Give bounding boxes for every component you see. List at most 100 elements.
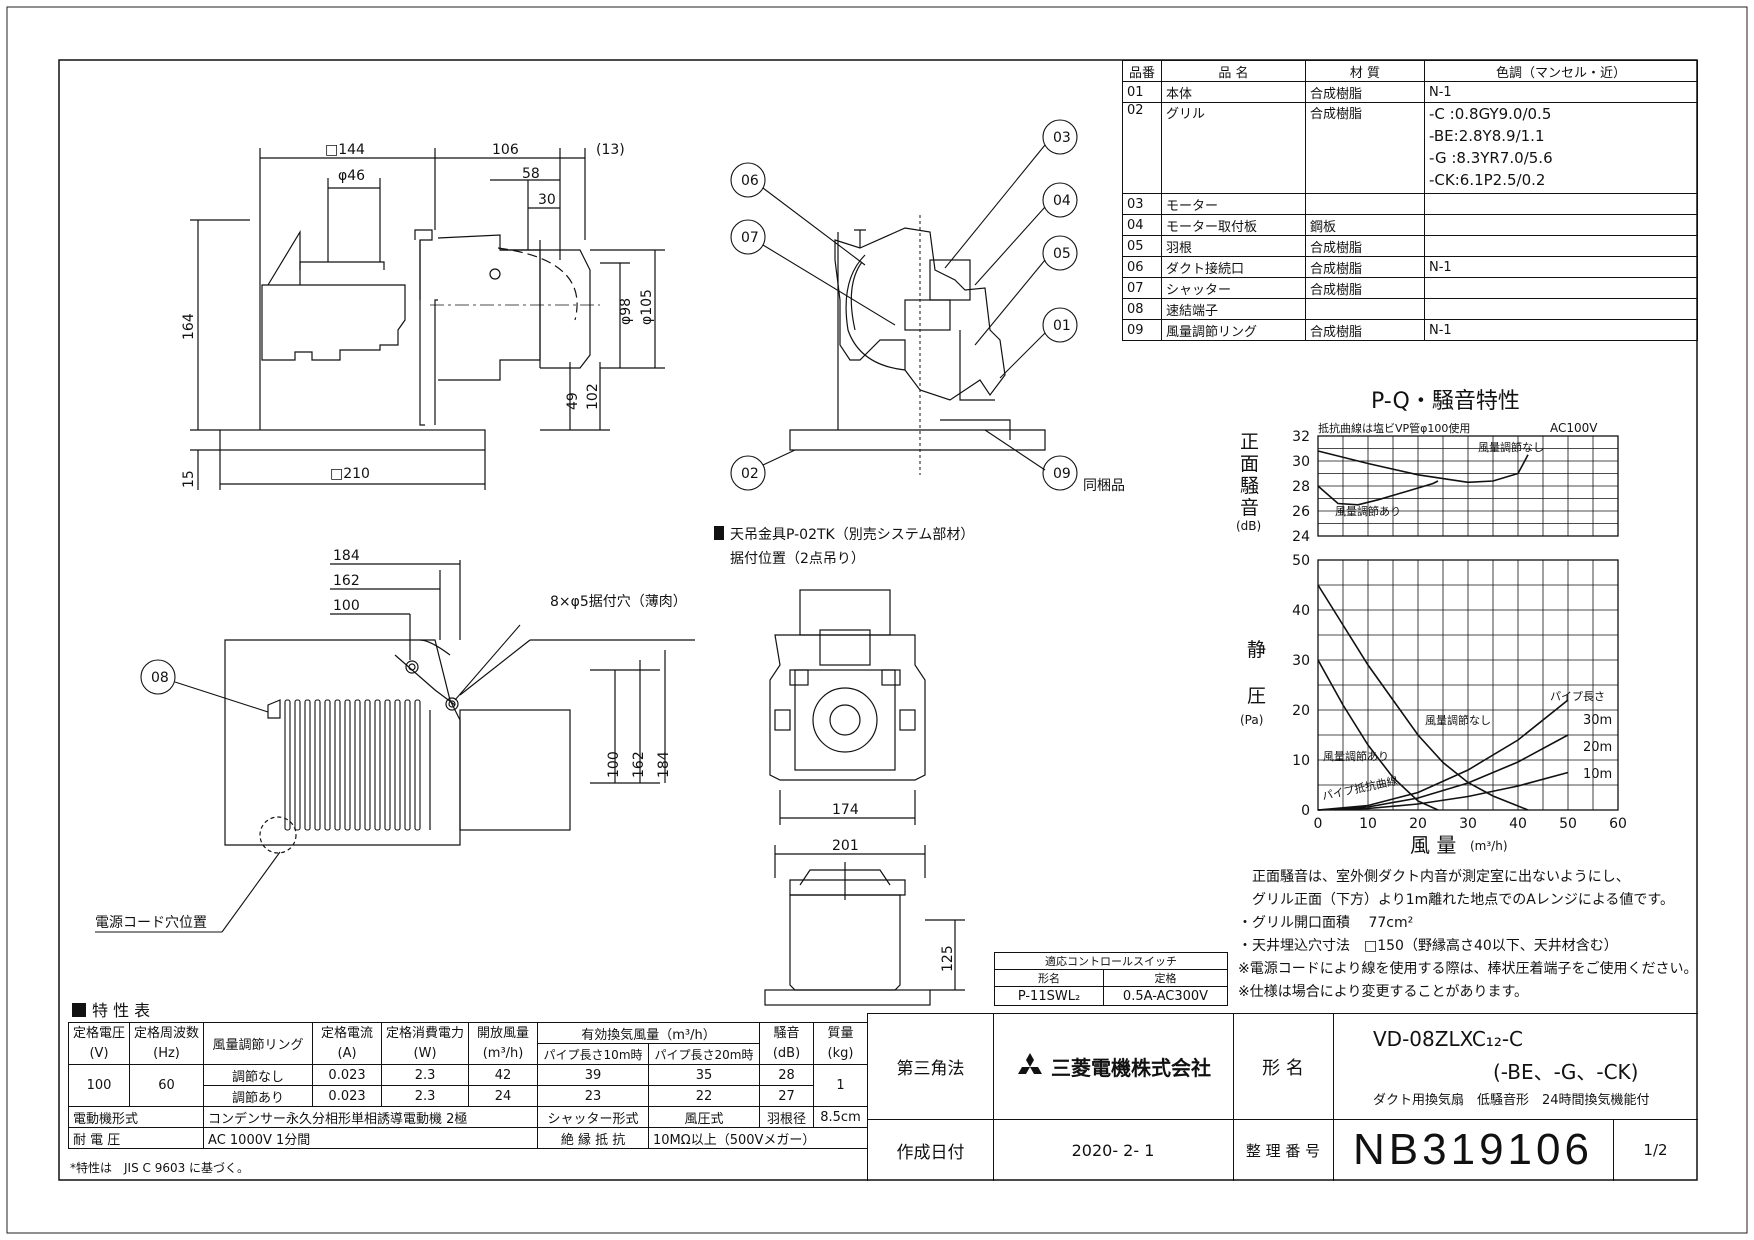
part-material: 合成樹脂 <box>1305 102 1425 194</box>
dim-201: 201 <box>832 838 859 854</box>
part-color <box>1424 214 1698 236</box>
dim-13: (13) <box>596 142 625 158</box>
power-cord-hole-label: 電源コード穴位置 <box>95 915 207 931</box>
dim-49: 49 <box>565 392 581 410</box>
dim-164: 164 <box>181 313 197 340</box>
spec-h-mass-unit: (kg) <box>827 1045 854 1061</box>
part-color: N-1 <box>1424 319 1698 341</box>
callout-05 <box>1042 235 1078 271</box>
callout-03-label: 03 <box>1053 130 1071 146</box>
part-no: 06 <box>1122 256 1162 278</box>
spec-h-eff10: パイプ長さ10m時 <box>537 1043 650 1065</box>
pq-ytick-label: 0 <box>1301 803 1310 819</box>
part-name: 羽根 <box>1161 235 1306 257</box>
pq-ylabel-1: 静 <box>1247 639 1266 661</box>
switch-header-rating: 定格 <box>1103 969 1228 987</box>
callout-08-label: 08 <box>151 670 169 686</box>
noise-ylabel-4: 音 <box>1240 497 1259 519</box>
company-name: 三菱電機株式会社 <box>1051 1056 1211 1080</box>
pq-xtick-label: 50 <box>1559 816 1577 832</box>
pq-label-10m: 10m <box>1583 767 1612 782</box>
grille-color-be: -BE:2.8Y8.9/1.1 <box>1429 127 1545 145</box>
pq-xunit: (m³/h) <box>1470 839 1508 853</box>
pq-grid <box>1317 559 1619 811</box>
parts-header-color: 色調（マンセル・近） <box>1424 60 1698 82</box>
dim-phi105: φ105 <box>639 289 655 325</box>
callout-02-label: 02 <box>741 466 759 482</box>
parts-header-no: 品番 <box>1122 60 1162 82</box>
part-name: モーター取付板 <box>1161 214 1306 236</box>
spec-h-voltage-label: 定格電圧 <box>73 1025 126 1041</box>
part-no: 04 <box>1122 214 1162 236</box>
switch-title: 適応コントロールスイッチ <box>994 952 1228 970</box>
dim-102: 102 <box>585 383 601 410</box>
spec-footnote: *特性は JIS C 9603 に基づく。 <box>70 1161 250 1175</box>
pq-resistance-label: パイプ抵抗曲線 <box>1321 773 1399 803</box>
spec-insulation-label: 絶 縁 抵 抗 <box>537 1127 650 1149</box>
pq-label-adjust: 風量調節あり <box>1323 749 1389 763</box>
spec-h-power-unit: (W) <box>413 1045 437 1061</box>
grille-slats <box>284 699 421 831</box>
dim-30: 30 <box>538 192 556 208</box>
noise-ytick-label: 32 <box>1292 429 1310 445</box>
part-material: 合成樹脂 <box>1305 277 1425 299</box>
part-name: 風量調節リング <box>1161 319 1306 341</box>
part-no: 07 <box>1122 277 1162 299</box>
spec-h-freq-unit: (Hz) <box>153 1045 180 1061</box>
spec-noise: 28 <box>759 1064 814 1086</box>
model-label: 形 名 <box>1233 1014 1334 1120</box>
pq-label-no-adjust: 風量調節なし <box>1425 713 1491 727</box>
spec-title: 特 性 表 <box>92 1001 151 1020</box>
part-no: 05 <box>1122 235 1162 257</box>
spec-h-eff20: パイプ長さ20m時 <box>648 1043 760 1065</box>
spec-eff20: 22 <box>648 1085 760 1107</box>
spec-h-mass-label: 質量 <box>827 1025 854 1041</box>
dim-phi46: φ46 <box>338 168 365 184</box>
part-color: N-1 <box>1424 256 1698 278</box>
part-material <box>1305 298 1425 320</box>
spec-eff10: 39 <box>537 1064 650 1086</box>
noise-ylabel-2: 面 <box>1240 453 1259 475</box>
switch-header-model: 形名 <box>994 969 1104 987</box>
spec-h-power: 定格消費電力(W) <box>381 1022 470 1065</box>
spec-h-noise: 騒音(dB) <box>759 1022 814 1065</box>
spec-current: 0.023 <box>312 1085 383 1107</box>
spec-h-current-unit: (A) <box>337 1045 357 1061</box>
pq-series-line <box>1317 659 1439 811</box>
document-number: NB319106 <box>1333 1119 1614 1181</box>
spec-shutter-label: シャッター形式 <box>537 1106 650 1128</box>
part-name: グリル <box>1161 102 1306 194</box>
pq-ytick-label: 40 <box>1292 603 1310 619</box>
pq-xtick-label: 10 <box>1359 816 1377 832</box>
spec-voltage: 100 <box>67 1064 131 1107</box>
callout-02 <box>730 455 766 491</box>
part-material <box>1305 193 1425 215</box>
dim-v162: 162 <box>631 751 647 778</box>
pq-label-30m: 30m <box>1583 713 1612 728</box>
spec-power: 2.3 <box>381 1064 470 1086</box>
spec-h-freq: 定格周波数(Hz) <box>129 1022 205 1065</box>
dim-phi98: φ98 <box>618 298 634 325</box>
model-number: VD-08ZLXC₁₂-C <box>1373 1027 1524 1051</box>
spec-row: 100 60 調節なし 0.023 2.3 42 39 35 28 1 <box>67 1064 868 1107</box>
spec-h-open-unit: (m³/h) <box>482 1045 524 1061</box>
company-cell: 三菱電機株式会社 <box>993 1014 1234 1120</box>
pq-xtick-label: 30 <box>1459 816 1477 832</box>
part-name: シャッター <box>1161 277 1306 299</box>
pq-series-line <box>1317 699 1569 811</box>
callout-04 <box>1042 182 1078 218</box>
part-name: ダクト接続口 <box>1161 256 1306 278</box>
chart-power: AC100V <box>1550 421 1598 435</box>
spec-motor-value: コンデンサー永久分相形単相誘導電動機 2極 <box>203 1106 539 1128</box>
hanger-marker <box>714 526 724 540</box>
part-material: 合成樹脂 <box>1305 81 1425 103</box>
